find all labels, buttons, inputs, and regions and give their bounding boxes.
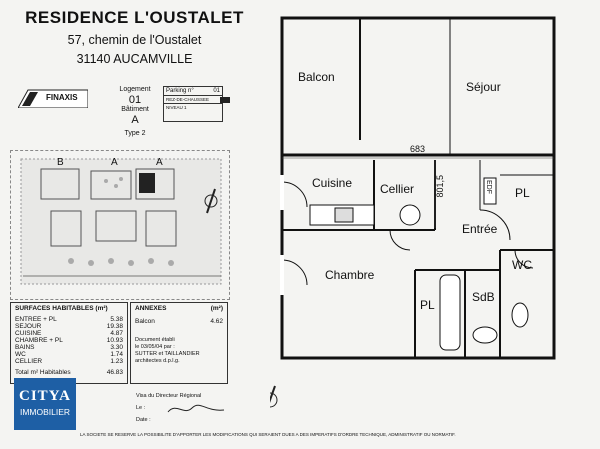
room-chambre: Chambre xyxy=(325,268,375,282)
visa-block: Visa du Directeur Régional Le : Date : xyxy=(136,390,228,426)
surface-row: SEJOUR 19.38 xyxy=(15,323,123,330)
visa-director: Visa du Directeur Régional xyxy=(136,393,202,399)
room-balcon: Balcon xyxy=(298,70,335,84)
citya-name: CITYA xyxy=(19,388,71,404)
visa-le: Le : xyxy=(136,405,146,411)
logement-label: Logement xyxy=(119,86,151,93)
site-plan: B A A xyxy=(10,150,230,300)
room-cellier: Cellier xyxy=(380,182,415,196)
parking-box: Parking n° 01 REZ-DE-CHAUSSEE NIVEAU 1 xyxy=(163,86,230,122)
surface-row: CHAMBRE + PL 10.93 xyxy=(15,337,123,344)
finaxis-logo: FINAXIS xyxy=(17,88,89,109)
level-0: REZ-DE-CHAUSSEE xyxy=(164,96,230,104)
room-wc: WC xyxy=(512,258,532,272)
annexes-balcon: Balcon 4.62 xyxy=(135,318,223,325)
surface-label: CHAMBRE + PL xyxy=(15,337,63,344)
surface-label: WC xyxy=(15,351,26,358)
level-1: NIVEAU 1 xyxy=(166,105,187,110)
batiment-label: Bâtiment xyxy=(121,106,149,113)
site-label-a1: A xyxy=(111,157,118,168)
surfaces-table: SURFACES HABITABLES (m²) ENTREE + PL 5.38… xyxy=(10,302,128,384)
surface-row: CELLIER 1.23 xyxy=(15,358,123,365)
logement-value: 01 xyxy=(128,94,142,106)
room-sdb: SdB xyxy=(472,290,495,304)
dim-width: 683 xyxy=(410,144,426,154)
surface-label: ENTREE + PL xyxy=(15,316,57,323)
dim-depth: 801,5 xyxy=(435,175,445,198)
surface-value: 3.30 xyxy=(110,344,123,351)
surfaces-total: Total m² Habitables 46.83 xyxy=(15,369,123,376)
surface-value: 4.87 xyxy=(110,330,123,337)
surface-label: CELLIER xyxy=(15,358,43,365)
room-pl2: PL xyxy=(420,298,435,312)
address-line: 57, chemin de l'Oustalet xyxy=(67,33,202,47)
room-cuisine: Cuisine xyxy=(312,176,353,190)
room-sejour: Séjour xyxy=(466,80,501,94)
surface-value: 5.38 xyxy=(110,316,123,323)
doc-info: Document établi le 03/05/04 par : SUTTER… xyxy=(135,337,200,364)
surface-label: SEJOUR xyxy=(15,323,42,330)
annexes-box: ANNEXES (m²) Balcon 4.62 Document établi… xyxy=(130,302,228,384)
site-label-b: B xyxy=(57,157,64,168)
surface-row: BAINS 3.30 xyxy=(15,344,123,351)
citya-logo: CITYA IMMOBILIER xyxy=(14,378,76,430)
annexes-unit: (m²) xyxy=(210,305,223,312)
surfaces-title: SURFACES HABITABLES (m²) xyxy=(15,305,108,312)
surface-label: BAINS xyxy=(15,344,35,351)
surface-value: 10.93 xyxy=(106,337,123,344)
brand-name: FINAXIS xyxy=(46,93,78,102)
batiment-value: A xyxy=(131,114,139,126)
annexes-title: ANNEXES xyxy=(135,305,167,312)
header: RESIDENCE L'OUSTALET 57, chemin de l'Ous… xyxy=(12,8,257,66)
surface-value: 1.23 xyxy=(110,358,123,365)
type-label: Type 2 xyxy=(124,130,146,137)
signature xyxy=(167,404,225,413)
surface-row: WC 1.74 xyxy=(15,351,123,358)
room-edf: EDF xyxy=(485,180,492,194)
disclaimer: LA SOCIETE SE RESERVE LA POSSIBILITE D'A… xyxy=(80,432,456,437)
citya-sub: IMMOBILIER xyxy=(19,407,71,417)
room-entree: Entrée xyxy=(462,222,498,236)
surface-value: 19.38 xyxy=(106,323,123,330)
surface-label: CUISINE xyxy=(15,330,42,337)
floor-plan: Balcon Séjour 683 801,5 Cuisine Cellier … xyxy=(262,10,590,430)
site-label-a2: A xyxy=(156,157,163,168)
room-pl1: PL xyxy=(515,186,530,200)
surface-row: CUISINE 4.87 xyxy=(15,330,123,337)
surface-row: ENTREE + PL 5.38 xyxy=(15,316,123,323)
visa-date: Date : xyxy=(136,417,151,423)
logement-info: Logement 01 Bâtiment A Type 2 xyxy=(112,86,158,138)
surface-value: 1.74 xyxy=(110,351,123,358)
residence-title: RESIDENCE L'OUSTALET xyxy=(25,8,244,27)
city-line: 31140 AUCAMVILLE xyxy=(76,52,193,66)
parking-value: 01 xyxy=(213,88,220,94)
parking-label: Parking n° xyxy=(166,88,194,94)
